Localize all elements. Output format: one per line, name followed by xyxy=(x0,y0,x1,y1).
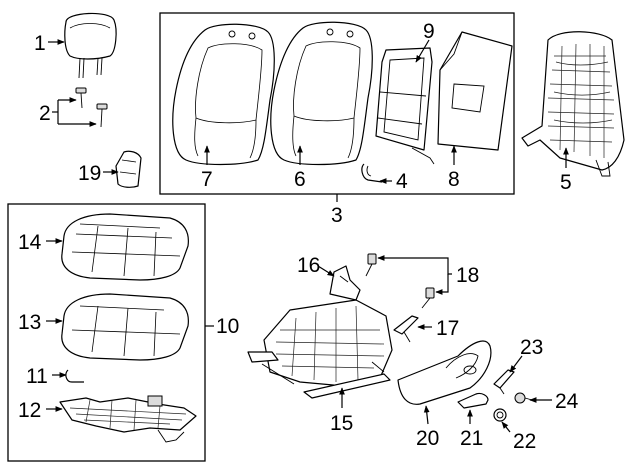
screw-part[interactable] xyxy=(514,392,533,404)
callout-5: 5 xyxy=(560,171,572,194)
callout-4: 4 xyxy=(396,170,408,193)
leader-lines xyxy=(46,39,569,433)
callout-12: 12 xyxy=(18,399,41,422)
callout-1: 1 xyxy=(34,32,46,55)
recliner-lever-part[interactable] xyxy=(493,369,515,395)
seat-bolts-part[interactable] xyxy=(365,253,435,309)
lever-handle-part[interactable] xyxy=(457,392,489,409)
callout-10: 10 xyxy=(216,315,239,338)
callout-9: 9 xyxy=(423,20,435,43)
headrest-part[interactable] xyxy=(64,12,117,79)
cover-clip-part[interactable] xyxy=(393,315,419,343)
side-shield-part[interactable] xyxy=(397,340,492,405)
callout-14: 14 xyxy=(18,231,42,254)
callout-2: 2 xyxy=(39,102,51,125)
callout-16: 16 xyxy=(297,254,320,277)
callout-labels: 1 2 19 7 6 9 4 8 5 3 14 13 11 12 10 16 1… xyxy=(18,20,579,453)
trim-cover-part[interactable] xyxy=(115,150,142,188)
callout-6: 6 xyxy=(294,168,306,191)
callout-8: 8 xyxy=(448,168,460,191)
lumbar-panel-part[interactable] xyxy=(375,47,435,165)
back-board-part[interactable] xyxy=(437,31,513,151)
callout-3: 3 xyxy=(331,204,343,227)
heater-mat-part[interactable] xyxy=(59,395,197,443)
small-clip-part[interactable] xyxy=(65,369,84,383)
seat-back-cover-part[interactable] xyxy=(270,21,373,166)
callout-11: 11 xyxy=(26,365,48,388)
seat-back-pad-part[interactable] xyxy=(172,23,275,166)
callout-18: 18 xyxy=(456,264,479,287)
callout-24: 24 xyxy=(555,390,579,413)
callout-22: 22 xyxy=(513,430,536,453)
clip-part[interactable] xyxy=(361,163,383,183)
seat-cushion-group-box xyxy=(7,203,206,462)
callout-20: 20 xyxy=(416,427,439,450)
callout-19: 19 xyxy=(78,162,101,185)
callout-15: 15 xyxy=(330,412,353,435)
callout-23: 23 xyxy=(520,336,543,359)
seat-track-frame-part[interactable] xyxy=(247,299,393,399)
cushion-pad-part[interactable] xyxy=(61,293,189,361)
headrest-guide-part[interactable] xyxy=(75,87,108,128)
cushion-cover-part[interactable] xyxy=(61,213,189,281)
callout-21: 21 xyxy=(460,427,483,450)
knob-part[interactable] xyxy=(493,408,507,422)
callout-17: 17 xyxy=(436,317,459,340)
bracket-part[interactable] xyxy=(329,265,361,301)
callout-13: 13 xyxy=(18,311,41,334)
callout-7: 7 xyxy=(201,168,213,191)
seat-back-frame-part[interactable] xyxy=(521,31,625,177)
